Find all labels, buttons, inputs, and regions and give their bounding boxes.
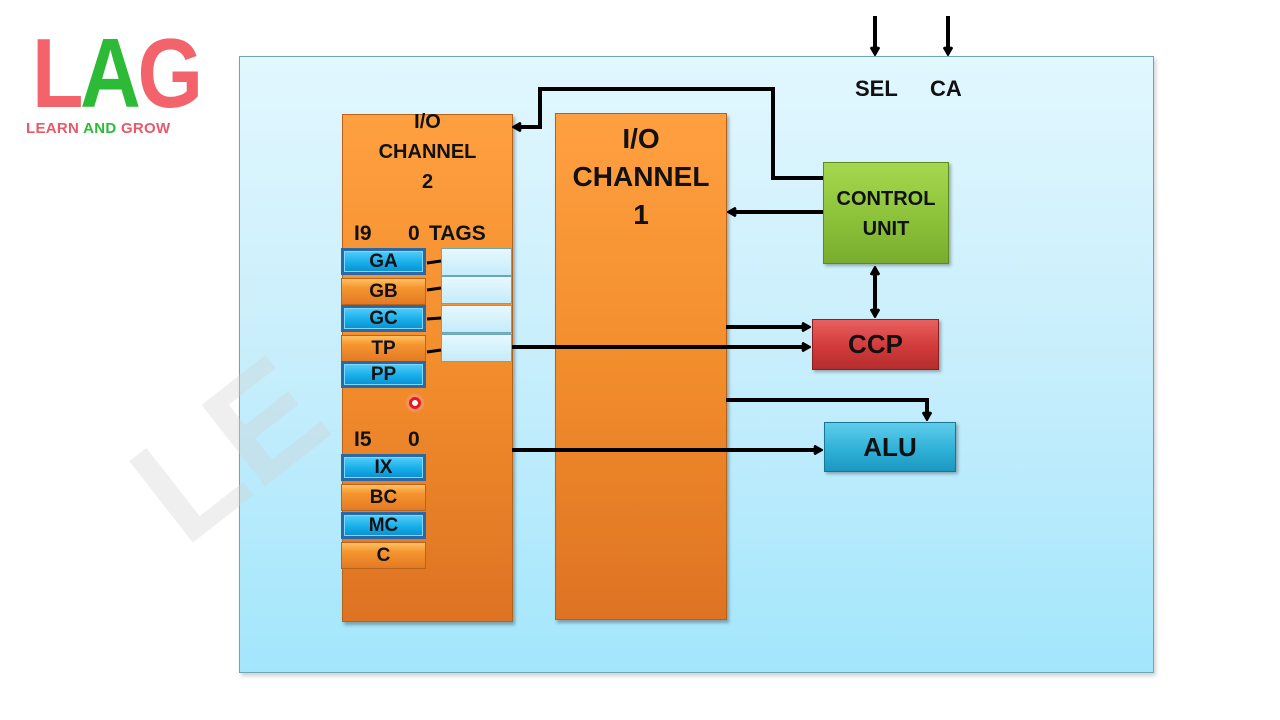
register-ix: IX bbox=[341, 454, 426, 481]
register-tp: TP bbox=[341, 335, 426, 362]
ccp-unit: CCP bbox=[812, 319, 939, 370]
alu-unit: ALU bbox=[824, 422, 956, 472]
logo-letter-l: L bbox=[32, 18, 83, 128]
title-line: 1 bbox=[633, 199, 649, 230]
register-c: C bbox=[341, 542, 426, 569]
ca-signal-label: CA bbox=[930, 76, 962, 101]
io-channel-1-title: I/O CHANNEL 1 bbox=[556, 120, 726, 234]
ga-tag-stub bbox=[426, 259, 442, 265]
lag-logo: LAG bbox=[32, 24, 203, 122]
control-unit-line: CONTROL bbox=[836, 188, 936, 210]
upper-range-low: 0 bbox=[408, 222, 420, 245]
control-to-ch2-wire bbox=[514, 87, 823, 180]
gc-tag-stub bbox=[426, 316, 442, 321]
tp-tag-stub bbox=[426, 348, 442, 354]
register-ga: GA bbox=[341, 248, 426, 275]
tags-label: TAGS bbox=[429, 222, 486, 245]
upper-range-high: I9 bbox=[354, 222, 372, 245]
tagline-learn: LEARN bbox=[26, 120, 84, 137]
sel-signal-label: SEL bbox=[855, 76, 898, 101]
register-gb: GB bbox=[341, 278, 426, 305]
tag-box bbox=[441, 248, 512, 276]
gb-tag-stub bbox=[426, 286, 442, 292]
title-line: CHANNEL bbox=[378, 141, 477, 163]
ch1-to-alu-wire bbox=[726, 398, 927, 419]
control-unit-line: UNIT bbox=[862, 218, 910, 240]
tagline-grow: GROW bbox=[116, 120, 171, 137]
register-gc: GC bbox=[341, 305, 426, 332]
tag-box bbox=[441, 305, 512, 333]
tag-box bbox=[441, 334, 512, 362]
register-bc: BC bbox=[341, 484, 426, 511]
lower-range-low: 0 bbox=[408, 428, 420, 451]
title-line: I/O bbox=[414, 111, 441, 133]
register-pp: PP bbox=[341, 361, 426, 388]
title-line: 2 bbox=[421, 171, 434, 193]
pointer-cursor-icon bbox=[406, 394, 424, 412]
io-channel-1: I/O CHANNEL 1 bbox=[555, 113, 727, 620]
tag-box bbox=[441, 276, 512, 304]
tagline-and: AND bbox=[83, 120, 117, 137]
io-channel-2-title: I/O CHANNEL 2 bbox=[343, 107, 512, 197]
logo-tagline: LEARN AND GROW bbox=[26, 120, 170, 137]
logo-letter-a: A bbox=[80, 18, 141, 128]
lower-range-high: I5 bbox=[354, 428, 372, 451]
logo-letter-g: G bbox=[137, 18, 203, 128]
register-mc: MC bbox=[341, 512, 426, 539]
control-unit: CONTROL UNIT bbox=[823, 162, 949, 264]
title-line: I/O bbox=[622, 123, 660, 154]
title-line: CHANNEL bbox=[572, 161, 710, 192]
